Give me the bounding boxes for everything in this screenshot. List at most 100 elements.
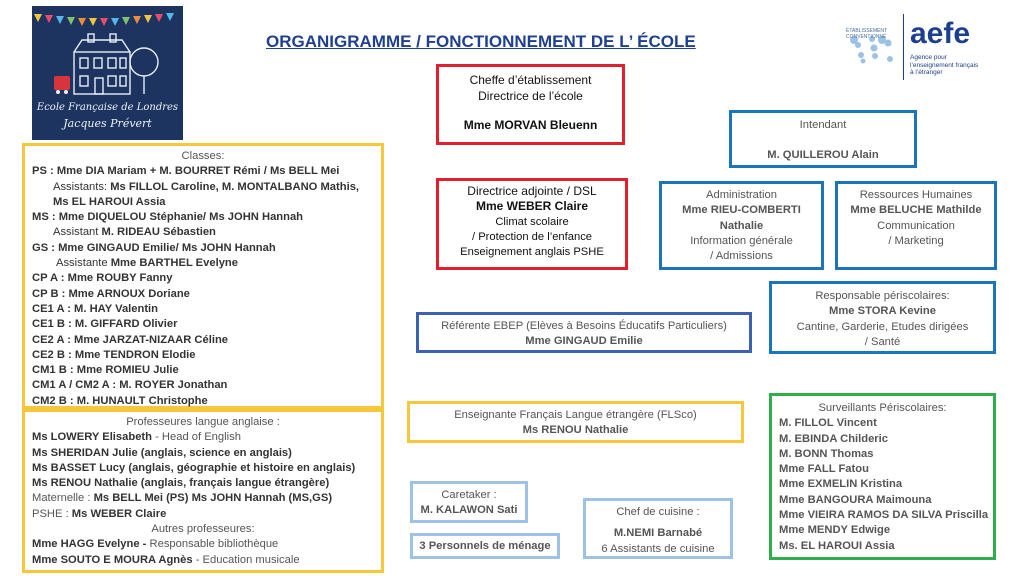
surveillant-name: Mme VIEIRA RAMOS DA SILVA Priscilla — [779, 509, 989, 522]
conventionne-line-1: ÉTABLISSEMENT — [846, 28, 888, 34]
assistant-prefix: Assistant — [53, 226, 102, 239]
teacher-role: - Head of English — [151, 431, 241, 444]
cuisine-name: M.NEMI Barnabé — [613, 527, 703, 540]
administration-label: Administration — [706, 189, 777, 201]
logo-school-subname: Jacques Prévert — [63, 117, 152, 130]
ebep-name: Mme GINGAUD Emilie — [525, 335, 643, 348]
assistant-prefix: Assistante — [56, 257, 111, 270]
rh-box: Ressources Humaines Mme BELUCHE Mathilde… — [835, 181, 997, 270]
surveillant-name: Mme MENDY Edwige — [779, 524, 891, 537]
aefe-agency-line-3: à l’étranger — [910, 69, 943, 76]
caretaker-label: Caretaker : — [441, 489, 497, 501]
flsco-box: Enseignante Français Langue étrangère (F… — [407, 401, 744, 443]
pshe-prefix: PSHE : — [32, 507, 72, 520]
caretaker-box: Caretaker : M. KALAWON Sati — [410, 481, 528, 523]
pshe-teacher: Ms WEBER Claire — [71, 507, 167, 520]
school-logo: Ecole Française de Londres Jacques Préve… — [32, 6, 183, 140]
surveillant-name: Ms. EL HAROUI Assia — [779, 539, 895, 552]
class-ms-assistant: Assistant M. RIDEAU Sébastien — [32, 225, 381, 240]
class-ps-assistants-2: Ms EL HAROUI Assia — [53, 195, 166, 208]
class-ms: MS : Mme DIQUELOU Stéphanie/ Ms JOHN Han… — [32, 211, 304, 224]
assistants-prefix: Assistants: — [53, 180, 111, 193]
intendant-name: M. QUILLEROU Alain — [767, 149, 879, 162]
anglais-maternelle: Maternelle : Ms BELL Mei (PS) Ms JOHN Ha… — [32, 491, 381, 506]
autre-teacher: Mme SOUTO E MOURA Agnès - Education musi… — [32, 553, 381, 568]
caretaker-name: M. KALAWON Sati — [420, 504, 518, 517]
menage-box: 3 Personnels de ménage — [410, 533, 560, 559]
cheffe-box: Cheffe d’établissement Directrice de l’é… — [436, 64, 625, 145]
page-title: ORGANIGRAMME / FONCTIONNEMENT DE L’ ÉCOL… — [266, 32, 696, 51]
class-row: CM1 B : Mme ROMIEU Julie — [32, 364, 179, 377]
adjointe-name: Mme WEBER Claire — [475, 199, 589, 214]
school-building-icon — [34, 13, 174, 95]
rh-label: Ressources Humaines — [859, 189, 973, 201]
teacher-name: Mme SOUTO E MOURA Agnès — [32, 553, 193, 566]
maternelle-prefix: Maternelle : — [32, 492, 94, 505]
surveillants-list: M. FILLOL Vincent M. EBINDA Childeric M.… — [772, 416, 993, 554]
anglais-teacher: Ms LOWERY Elisabeth - Head of English — [32, 430, 381, 445]
class-ps: PS : Mme DIA Mariam + M. BOURRET Rémi / … — [32, 165, 340, 178]
aefe-agency-line-2: l’enseignement français — [910, 61, 979, 69]
aefe-agency-text: Agence pour l’enseignement français à l’… — [910, 54, 978, 77]
administration-info: Information générale — [690, 234, 793, 247]
cuisine-assistants: 6 Assistants de cuisine — [601, 542, 715, 555]
administration-admissions: / Admissions — [710, 250, 773, 263]
classes-box: Classes: PS : Mme DIA Mariam + M. BOURRE… — [22, 143, 384, 409]
ebep-label: Référente EBEP (Elèves à Besoins Éducati… — [441, 320, 727, 332]
teacher-role: - Education musicale — [192, 553, 300, 566]
anglais-teacher: Ms SHERIDAN Julie (anglais, science en a… — [32, 446, 292, 459]
conventionne-line-2: CONVENTIONNÉ — [846, 34, 887, 40]
intendant-box: Intendant M. QUILLEROU Alain — [729, 110, 917, 168]
adjointe-box: Directrice adjointe / DSL Mme WEBER Clai… — [436, 178, 628, 270]
periscolaire-name: Mme STORA Kevine — [829, 305, 936, 318]
class-row: CM2 B : M. HUNAULT Christophe — [32, 394, 208, 407]
class-row: CP B : Mme ARNOUX Doriane — [32, 287, 190, 300]
adjointe-climat: Climat scolaire — [495, 215, 569, 228]
cheffe-role: Cheffe d’établissement — [469, 73, 592, 87]
surveillant-name: Mme FALL Fatou — [779, 463, 869, 476]
class-row: CP A : Mme ROUBY Fanny — [32, 272, 173, 285]
class-row: CE2 A : Mme JARZAT-NIZAAR Céline — [32, 333, 229, 346]
cheffe-role-2: Directrice de l’école — [478, 89, 583, 103]
teacher-name: Mme HAGG Evelyne - — [32, 538, 147, 551]
aefe-brand: aefe — [910, 17, 971, 50]
periscolaire-sante: / Santé — [864, 335, 901, 348]
surveillant-name: Mme EXMELIN Kristina — [779, 478, 903, 491]
surveillant-name: M. EBINDA Childeric — [779, 432, 888, 445]
adjointe-pshe: Enseignement anglais PSHE — [460, 246, 604, 259]
periscolaire-box: Responsable périscolaires: Mme STORA Kev… — [769, 281, 996, 354]
administration-name-2: Nathalie — [719, 219, 764, 232]
aefe-agency-line-1: Agence pour — [910, 54, 947, 61]
conventionne-label: ÉTABLISSEMENT CONVENTIONNÉ — [846, 28, 887, 40]
surveillant-name: M. FILLOL Vincent — [779, 417, 877, 430]
cuisine-label: Chef de cuisine : — [616, 506, 700, 518]
administration-box: Administration Mme RIEU-COMBERTI Nathali… — [659, 181, 824, 270]
assistant-name: Mme BARTHEL Evelyne — [110, 257, 238, 270]
teacher-role: Responsable bibliothèque — [146, 538, 279, 551]
cuisine-box: Chef de cuisine : M.NEMI Barnabé 6 Assis… — [583, 498, 733, 559]
intendant-label: Intendant — [799, 119, 847, 131]
teacher-name: Ms LOWERY Elisabeth — [32, 431, 152, 444]
classes-heading: Classes: — [181, 150, 225, 162]
surveillants-label: Surveillants Périscolaires: — [818, 402, 947, 414]
autre-teacher: Mme HAGG Evelyne - Responsable bibliothè… — [32, 537, 381, 552]
class-row: CM1 A / CM2 A : M. ROYER Jonathan — [32, 379, 228, 392]
flsco-name: Ms RENOU Nathalie — [522, 424, 629, 437]
aefe-logo: ÉTABLISSEMENT CONVENTIONNÉ aefe Agence p… — [846, 14, 996, 80]
anglais-box: Professeures langue anglaise : Ms LOWERY… — [22, 409, 384, 573]
periscolaire-label: Responsable périscolaires: — [815, 290, 950, 302]
class-gs-assistant: Assistante Mme BARTHEL Evelyne — [32, 256, 381, 271]
surveillant-name: Mme BANGOURA Maimouna — [779, 493, 932, 506]
surveillants-box: Surveillants Périscolaires: M. FILLOL Vi… — [769, 393, 996, 560]
adjointe-protection: / Protection de l’enfance — [471, 230, 593, 243]
anglais-heading: Professeures langue anglaise : — [126, 416, 280, 428]
assistants-names: Ms FILLOL Caroline, M. MONTALBANO Mathis… — [110, 180, 360, 193]
class-gs: GS : Mme GINGAUD Emilie/ Ms JOHN Hannah — [32, 241, 276, 254]
periscolaire-services: Cantine, Garderie, Etudes dirigées — [796, 320, 969, 333]
autres-heading: Autres professeures: — [151, 523, 255, 536]
rh-communication: Communication — [877, 219, 955, 232]
class-row: CE1 B : M. GIFFARD Olivier — [32, 318, 178, 331]
anglais-teacher: Ms BASSET Lucy (anglais, géographie et h… — [32, 461, 356, 474]
class-row: CE1 A : M. HAY Valentin — [32, 302, 158, 315]
world-map-icon — [850, 36, 893, 64]
